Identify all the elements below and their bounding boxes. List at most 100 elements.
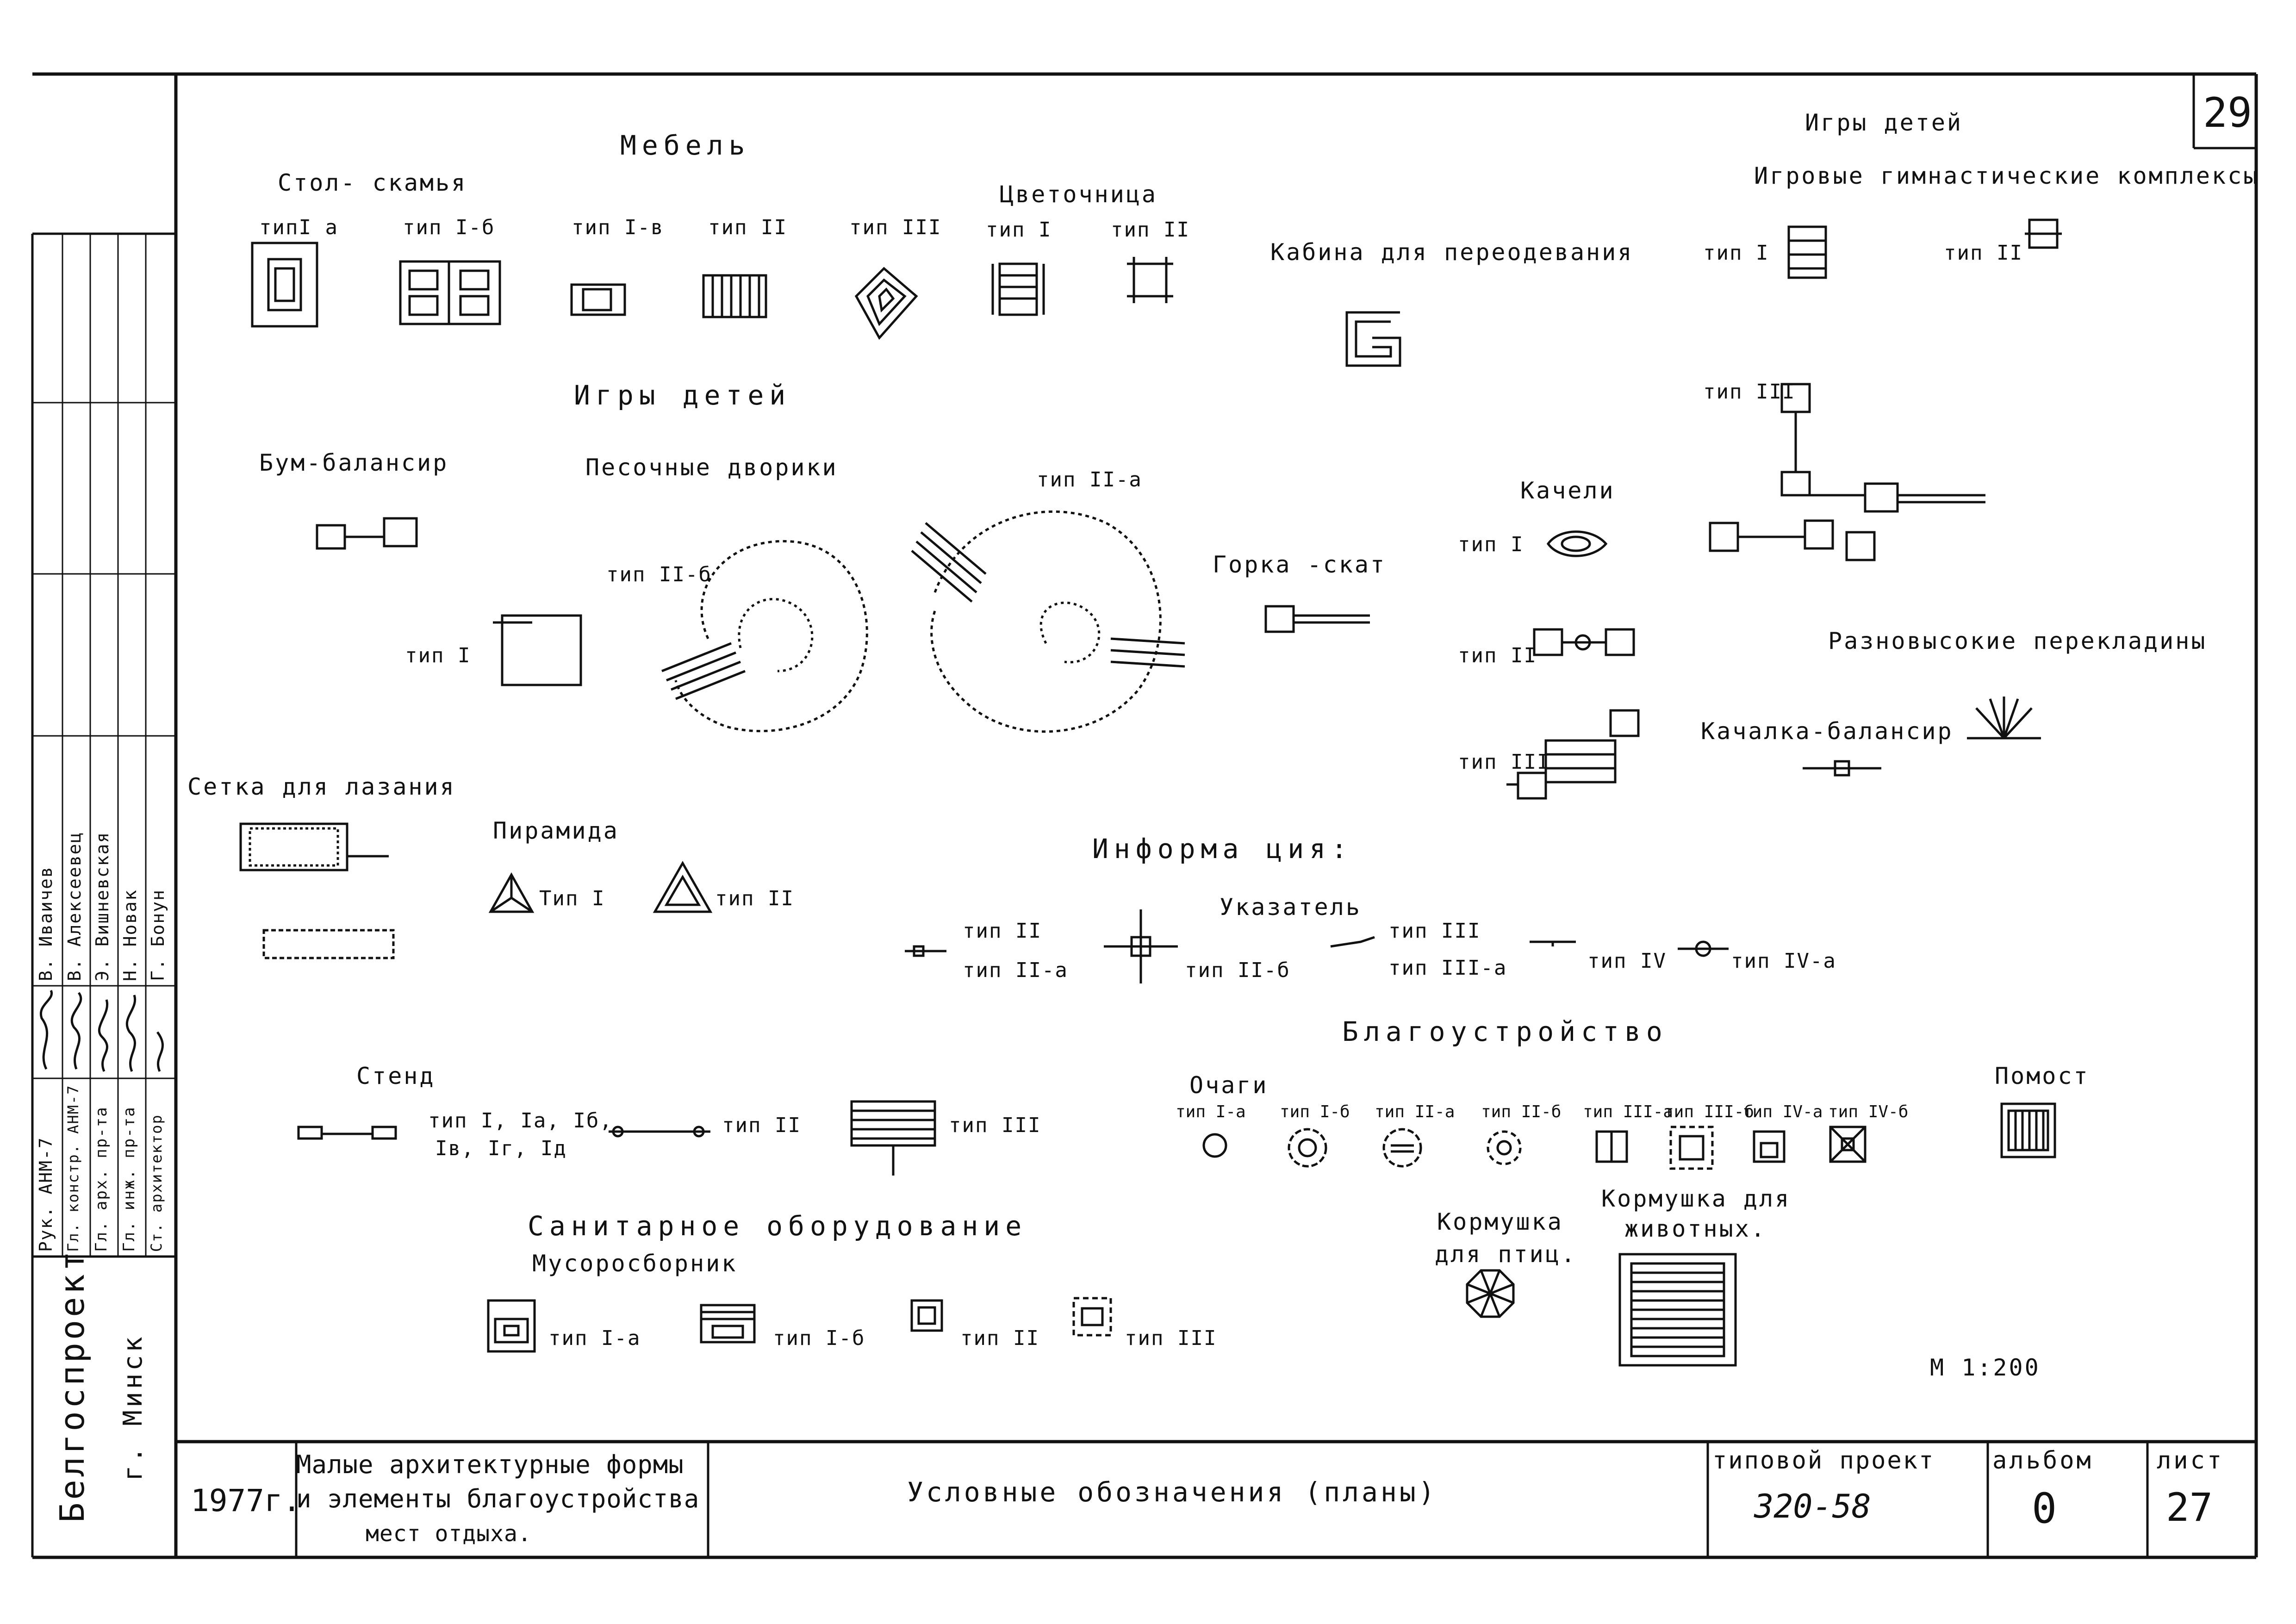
stamp-name-1: В. Иваичев bbox=[36, 866, 56, 981]
hearth-type-ia: тип I-а bbox=[1176, 1102, 1246, 1121]
stand-title: Стенд bbox=[356, 1063, 436, 1089]
platform-symbol bbox=[2000, 1102, 2056, 1158]
stand-type1-line2: Iв, Iг, Iд bbox=[435, 1137, 567, 1160]
info-type-iiia: тип III-а bbox=[1388, 956, 1507, 980]
scale-label: М 1:200 bbox=[1930, 1354, 2041, 1381]
table-bench-ib-symbol bbox=[399, 260, 501, 325]
sandpit-iia-symbol bbox=[911, 510, 1185, 733]
boom-symbol bbox=[316, 517, 418, 550]
title-sheet-title: Условные обозначения (планы) bbox=[907, 1476, 1437, 1508]
title-project-line2: и элементы благоустройства bbox=[296, 1484, 700, 1513]
swings-title: Качели bbox=[1520, 477, 1615, 504]
hearth-type-iib: тип II-б bbox=[1481, 1102, 1562, 1121]
cabin-symbol bbox=[1345, 311, 1401, 367]
children-games-mid-label: Игры детей bbox=[574, 380, 791, 411]
garbage-type-ib: тип I-б bbox=[773, 1326, 865, 1350]
table-bench-type-ib: тип I-б bbox=[403, 216, 495, 239]
title-year: 1977г. bbox=[191, 1483, 301, 1518]
hearth-ia-symbol bbox=[1202, 1133, 1227, 1158]
garbage-ib-symbol bbox=[700, 1304, 756, 1344]
bird-feeder-line2: для птиц. bbox=[1435, 1241, 1577, 1268]
title-album-label: альбом bbox=[1992, 1447, 2093, 1475]
table-bench-type-iii: тип III bbox=[849, 216, 942, 239]
flowerbed-type-ii: тип II bbox=[1111, 218, 1190, 242]
furniture-heading: Мебель bbox=[620, 130, 751, 161]
table-bench-type-ia: типI а bbox=[259, 216, 338, 239]
info-type-ii: тип II bbox=[963, 919, 1042, 943]
hearth-type-iiia: тип III-а bbox=[1583, 1102, 1674, 1121]
pyramid-type-ii: тип II bbox=[715, 887, 794, 910]
title-project-line3: мест отдыха. bbox=[366, 1521, 532, 1547]
stand-type1-line1: тип I, Iа, Iб, bbox=[428, 1109, 613, 1132]
stamp-name-2: В. Алексеевец bbox=[64, 831, 85, 981]
bird-feeder-line1: Кормушка bbox=[1437, 1208, 1563, 1235]
hearths-title: Очаги bbox=[1189, 1072, 1269, 1099]
stamp-role-3: Гл. арх. пр-та bbox=[92, 1106, 111, 1252]
table-bench-iv-symbol bbox=[570, 283, 626, 316]
flowerbed-i-symbol bbox=[991, 262, 1045, 316]
garbage-type-ii: тип II bbox=[960, 1326, 1039, 1350]
stand-i-symbol bbox=[297, 1126, 397, 1140]
stamp-name-3: Э. Вишневская bbox=[92, 831, 112, 981]
platform-label: Помост bbox=[1995, 1063, 2090, 1089]
gym-ii-symbol bbox=[2025, 218, 2062, 249]
title-typical-project-number: 320-58 bbox=[1754, 1487, 1871, 1525]
stamp-role-4: Гл. инж. пр-та bbox=[120, 1106, 138, 1252]
info-type-iva: тип IV-а bbox=[1731, 949, 1836, 973]
title-sheet-value: 27 bbox=[2166, 1485, 2213, 1530]
children-games-top-label: Игры детей bbox=[1805, 109, 1963, 136]
stand-iii-symbol bbox=[850, 1100, 936, 1176]
improvement-title: Благоустройство bbox=[1342, 1016, 1668, 1047]
table-bench-type-ii: тип II bbox=[708, 216, 787, 239]
table-bench-type-iv: тип I-в bbox=[572, 216, 664, 239]
stand-type3: тип III bbox=[949, 1114, 1041, 1137]
swing-i-symbol bbox=[1546, 530, 1608, 557]
info-iib-symbol bbox=[1104, 909, 1178, 983]
sandpit-type-iia: тип II-а bbox=[1037, 468, 1142, 492]
cabin-label: Кабина для переодевания bbox=[1270, 239, 1634, 266]
table-bench-iii-symbol bbox=[854, 267, 918, 340]
gym-type-iii: тип III bbox=[1703, 380, 1796, 404]
gym-type-i: тип I bbox=[1703, 241, 1769, 265]
table-bench-label: Стол- скамья bbox=[278, 169, 467, 196]
gym-i-symbol bbox=[1787, 225, 1827, 279]
animal-feeder-line2: животных. bbox=[1624, 1215, 1767, 1242]
seesaw-label: Качалка-балансир bbox=[1701, 718, 1954, 745]
hearth-ivb-symbol bbox=[1829, 1126, 1867, 1163]
swing-type-i: тип I bbox=[1458, 533, 1524, 556]
sheet-number: 29 bbox=[2203, 89, 2252, 137]
bars-label: Разновысокие перекладины bbox=[1828, 628, 2207, 654]
title-typical-project-label: типовой проект bbox=[1712, 1447, 1935, 1475]
garbage-title: Мусоросборник bbox=[532, 1250, 738, 1277]
info-type-iv: тип IV bbox=[1587, 949, 1667, 973]
seesaw-symbol bbox=[1803, 760, 1881, 777]
garbage-type-ia: тип I-а bbox=[548, 1326, 641, 1350]
stamp-name-4: Н. Новак bbox=[120, 889, 140, 981]
boom-label: Бум-балансир bbox=[259, 449, 449, 476]
slide-label: Горка -скат bbox=[1213, 551, 1387, 578]
gym-title: Игровые гимнастические комплексы bbox=[1754, 162, 2259, 189]
table-bench-ia-symbol bbox=[251, 242, 318, 328]
climb-net-label: Сетка для лазания bbox=[187, 773, 456, 800]
pointer-label: Указатель bbox=[1220, 894, 1362, 921]
climb-net-symbol-1 bbox=[239, 822, 389, 871]
swing-ii-symbol bbox=[1533, 628, 1635, 656]
hearth-type-iiib: тип III-б bbox=[1664, 1102, 1755, 1121]
info-title: Информа ция: bbox=[1092, 833, 1353, 865]
info-iii-symbol bbox=[1330, 936, 1375, 948]
stamp-name-5: Г. Бонун bbox=[148, 889, 168, 981]
title-sheet-label: лист bbox=[2157, 1447, 2224, 1475]
stamp-role-1: Рук. АНМ-7 bbox=[36, 1137, 56, 1252]
pyramid-i-symbol bbox=[488, 872, 535, 913]
info-type-iib: тип II-б bbox=[1185, 958, 1290, 982]
hearth-iiib-symbol bbox=[1669, 1126, 1714, 1170]
hearth-ib-symbol bbox=[1288, 1128, 1327, 1168]
bars-symbol bbox=[1967, 697, 2041, 740]
sandpit-type-i: тип I bbox=[405, 644, 471, 667]
pyramid-type-i: Тип I bbox=[539, 887, 605, 910]
stamp-role-5: Ст. архитектор bbox=[148, 1114, 165, 1252]
sandpits-title: Песочные дворики bbox=[585, 454, 838, 481]
hearth-type-iva: тип IV-а bbox=[1742, 1102, 1823, 1121]
